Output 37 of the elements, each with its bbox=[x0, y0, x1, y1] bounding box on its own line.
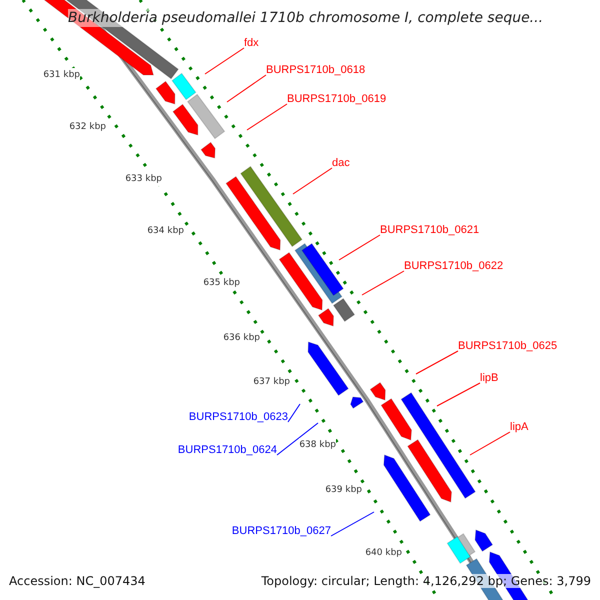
gene-label: BURPS1710b_0621 bbox=[380, 223, 480, 237]
gene-label: BURPS1710b_0627 bbox=[232, 524, 331, 538]
gene-label: BURPS1710b_0623 bbox=[188, 410, 288, 424]
scale-label: 632 kbp bbox=[69, 120, 106, 134]
leader-line bbox=[436, 382, 480, 406]
gene-label: lipA bbox=[510, 420, 528, 434]
scale-label: 637 kbp bbox=[253, 375, 290, 389]
leader-line bbox=[292, 168, 332, 194]
gene-label: BURPS1710b_0619 bbox=[287, 92, 386, 106]
leader-line bbox=[470, 432, 510, 456]
map-title: Burkholderia pseudomallei 1710b chromosome I, complete seque... bbox=[68, 9, 544, 27]
gene-label: lipB bbox=[480, 371, 498, 385]
leader-line bbox=[276, 422, 318, 456]
scale-label: 636 kbp bbox=[223, 331, 260, 345]
leader-line bbox=[416, 350, 458, 374]
gene-label: BURPS1710b_0624 bbox=[178, 443, 277, 457]
scale-label: 631 kbp bbox=[43, 68, 80, 82]
accession-text: Accession: NC_007434 bbox=[9, 574, 146, 588]
leader-line bbox=[246, 104, 288, 130]
scale-label: 640 kbp bbox=[365, 546, 402, 560]
leader-line bbox=[362, 270, 404, 296]
leader-line bbox=[330, 512, 374, 536]
leader-line bbox=[204, 48, 244, 74]
gene-label: BURPS1710b_0622 bbox=[404, 259, 504, 273]
leader-line bbox=[226, 74, 266, 102]
leader-line bbox=[288, 404, 300, 422]
scale-label: 633 kbp bbox=[125, 172, 162, 186]
scale-label: 638 kbp bbox=[299, 438, 336, 452]
genome-summary-text: Topology: circular; Length: 4,126,292 bp; Genes: 3,799 bbox=[261, 574, 591, 588]
leader-line bbox=[338, 234, 380, 260]
scale-label: 635 kbp bbox=[203, 276, 240, 290]
gene-label: BURPS1710b_0625 bbox=[458, 339, 558, 353]
scale-label: 634 kbp bbox=[147, 224, 184, 238]
gene-label: dac bbox=[332, 156, 350, 170]
gene-label: BURPS1710b_0618 bbox=[266, 63, 366, 77]
gene-label: fdx bbox=[244, 36, 259, 50]
scale-label: 639 kbp bbox=[325, 483, 362, 497]
